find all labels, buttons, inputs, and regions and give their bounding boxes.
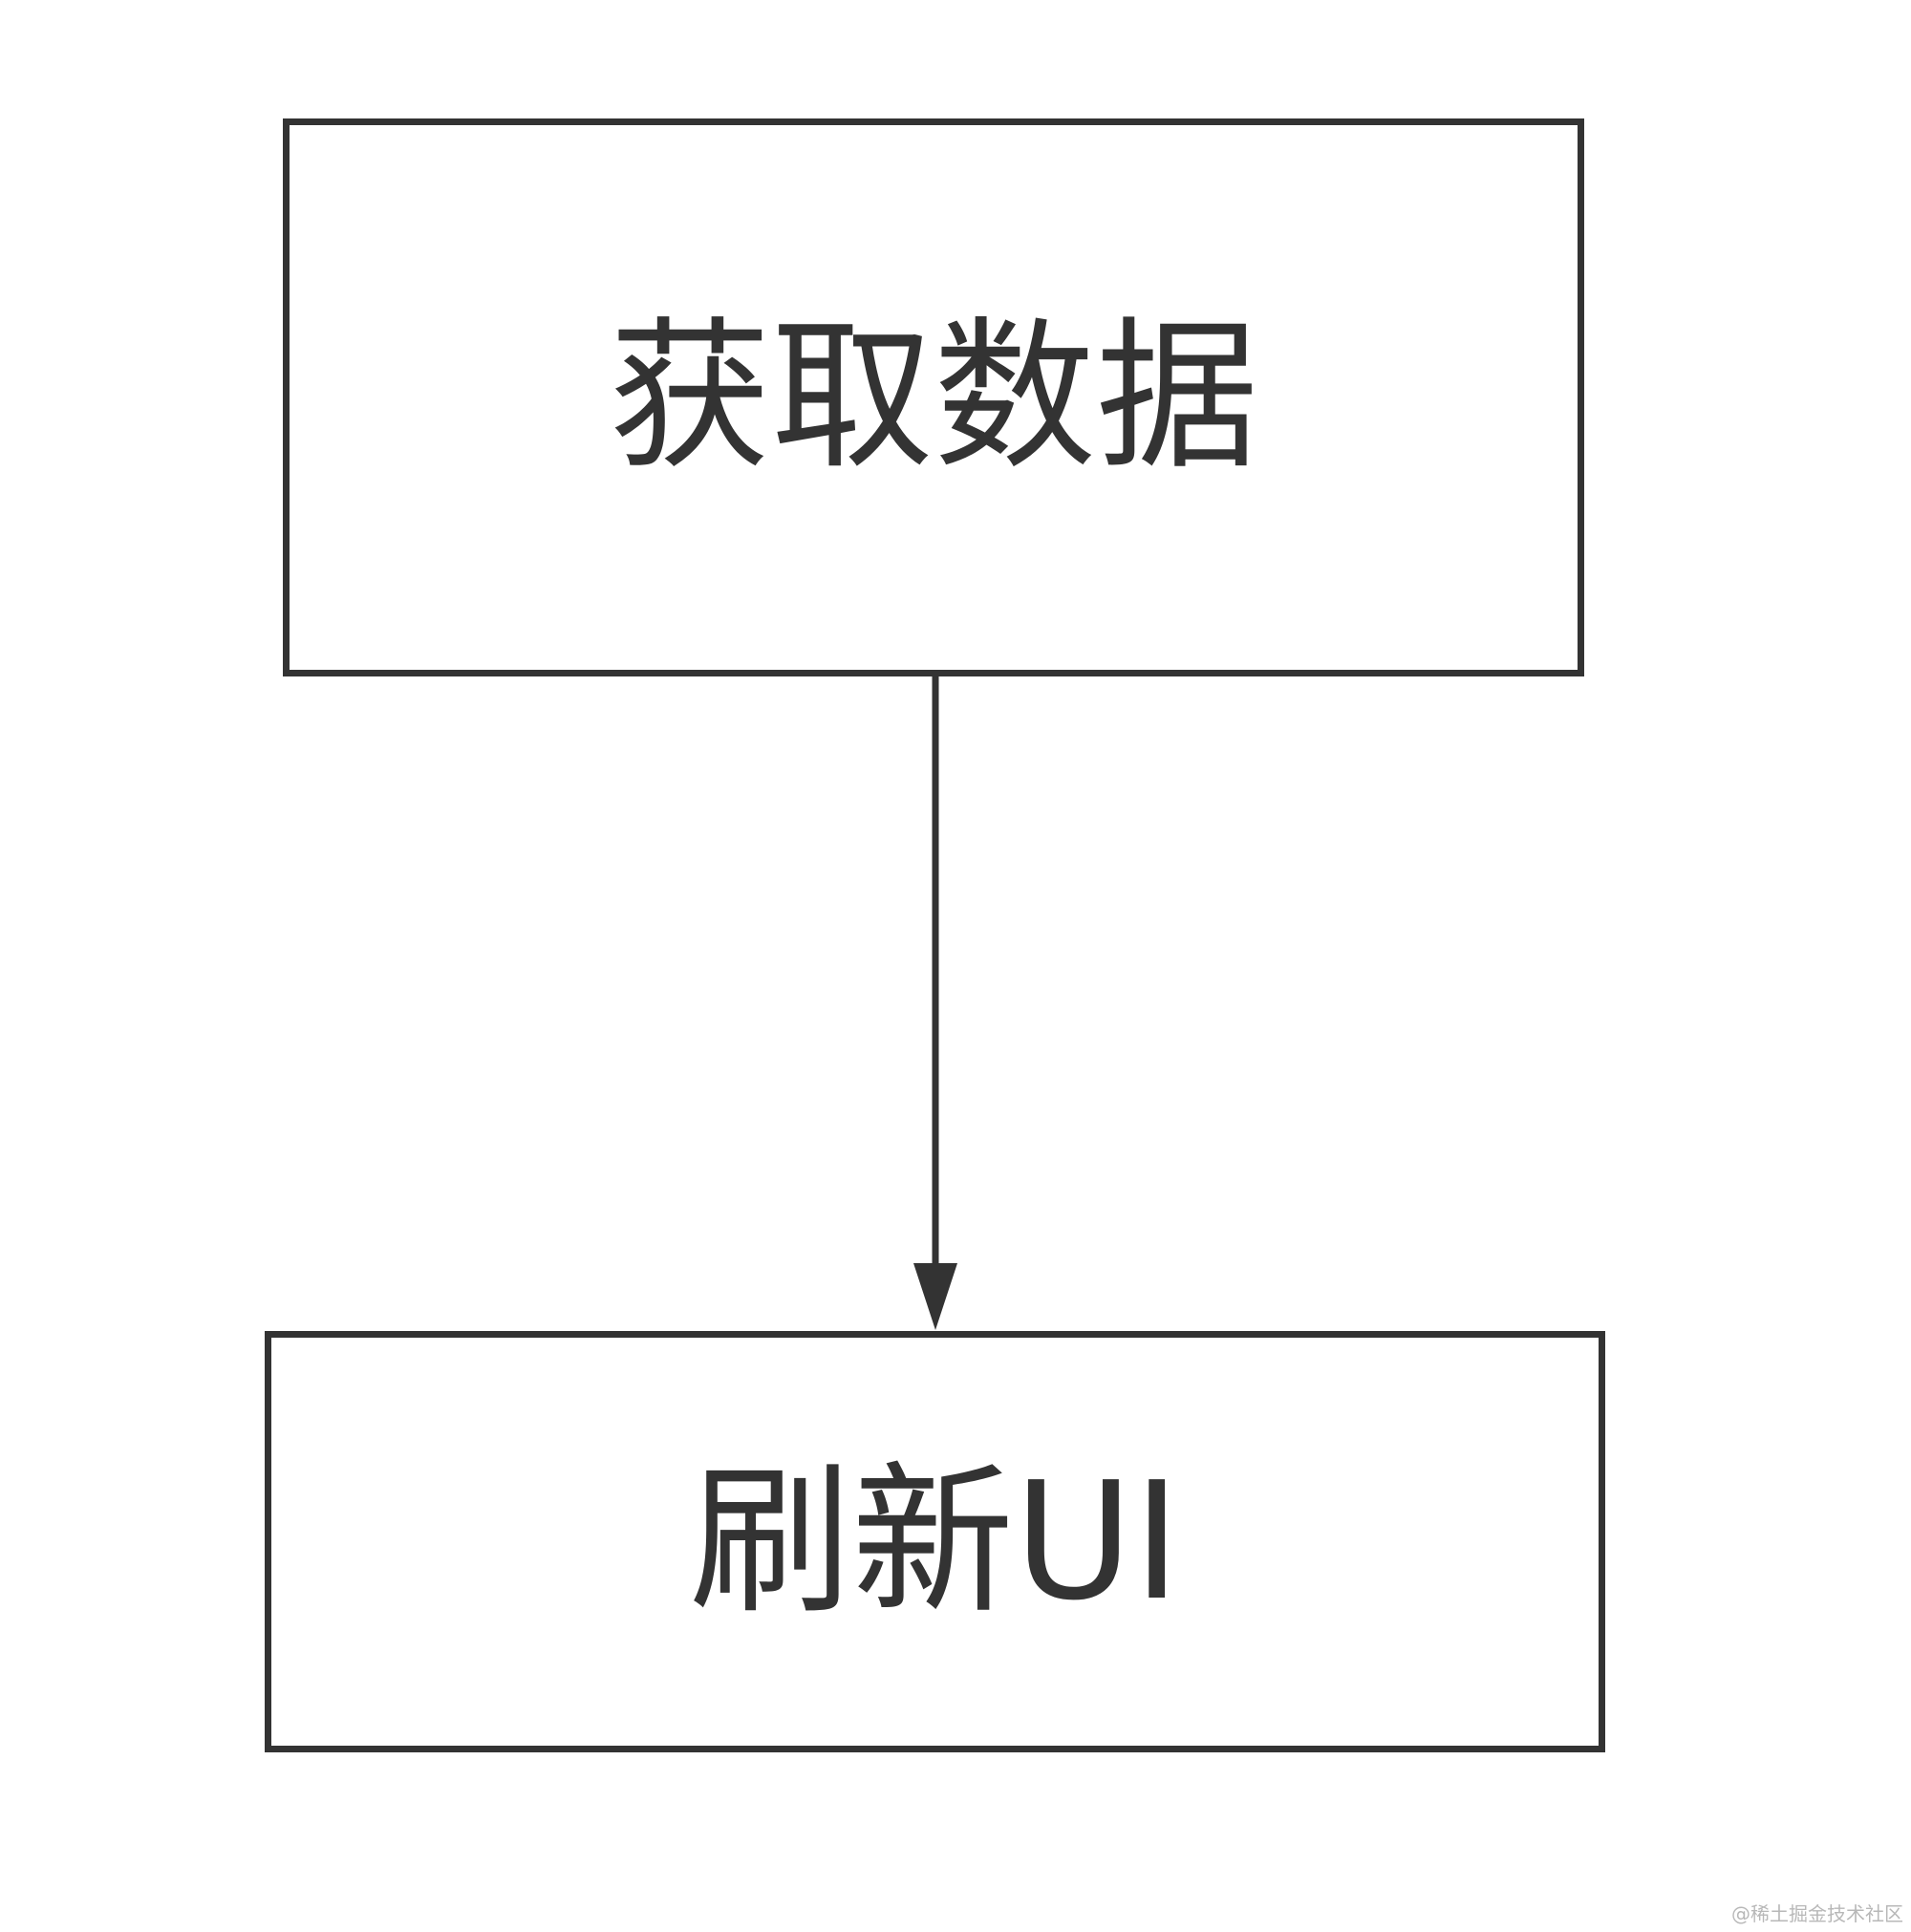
flow-node-fetch-data: 获取数据 [283, 118, 1584, 676]
arrowhead-down-icon [913, 1263, 957, 1330]
flow-node-label: 刷新UI [689, 1447, 1181, 1637]
watermark: @稀土掘金技术社区 [1731, 1902, 1903, 1925]
flow-node-refresh-ui: 刷新UI [265, 1331, 1605, 1752]
flow-node-label: 获取数据 [608, 303, 1258, 492]
